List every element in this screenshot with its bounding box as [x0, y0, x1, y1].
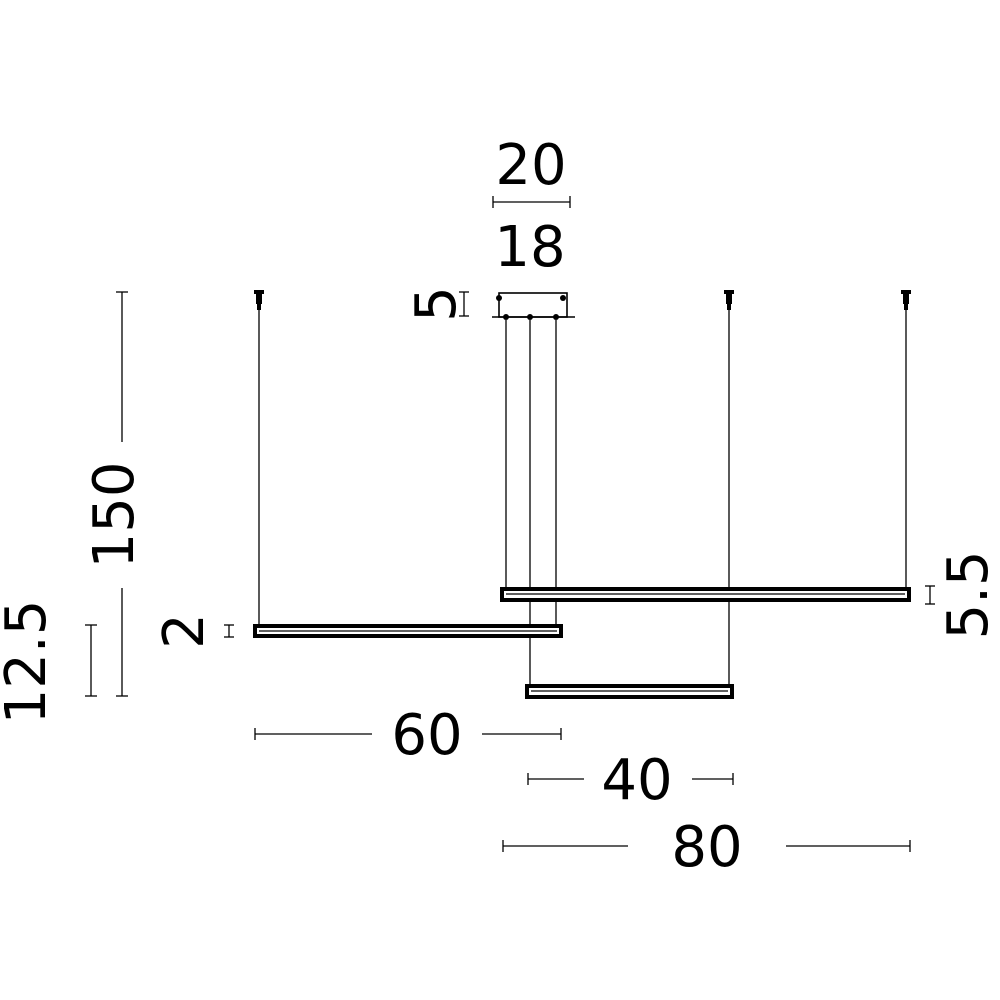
- dim-label-40: 40: [601, 748, 672, 813]
- dim-label-5-5: 5.5: [936, 550, 1000, 639]
- dim-label-80: 80: [671, 815, 742, 880]
- light-bar-right: [500, 587, 911, 602]
- dim-bar-length-right: 80: [502, 815, 911, 880]
- dim-bar-profile-left: 2: [152, 613, 234, 649]
- canopy-grip-3: [553, 314, 559, 320]
- canopy-grip-2: [527, 314, 533, 320]
- suspension-cables: [258, 310, 907, 686]
- ceiling-anchor-right: [901, 290, 911, 310]
- dim-bar-length-left: 60: [254, 703, 562, 768]
- canopy-screw-right: [560, 295, 566, 301]
- dim-label-5: 5: [404, 286, 469, 322]
- canopy-body: [498, 292, 568, 318]
- canopy-grip-1: [503, 314, 509, 320]
- dim-label-2: 2: [152, 613, 217, 649]
- dim-total-height: 150: [82, 291, 147, 697]
- ceiling-canopy: [492, 292, 575, 320]
- dim-label-150: 150: [82, 462, 147, 569]
- dim-label-20: 20: [495, 133, 566, 198]
- ceiling-anchor-left: [254, 290, 264, 310]
- ceiling-anchor-middle: [724, 290, 734, 310]
- dim-label-18: 18: [494, 215, 565, 280]
- dim-bar-length-middle: 40: [527, 748, 734, 813]
- dim-label-60: 60: [391, 703, 462, 768]
- light-bar-left: [253, 624, 563, 638]
- dim-drop-height: 12.5: [0, 600, 97, 725]
- dim-canopy-width: 20: [492, 133, 571, 208]
- canopy-screw-left: [496, 295, 502, 301]
- light-bar-middle: [525, 684, 734, 699]
- dim-bar-profile-right: 5.5: [925, 550, 1000, 640]
- dim-label-12-5: 12.5: [0, 600, 59, 725]
- dim-canopy-height: 5: [404, 286, 469, 322]
